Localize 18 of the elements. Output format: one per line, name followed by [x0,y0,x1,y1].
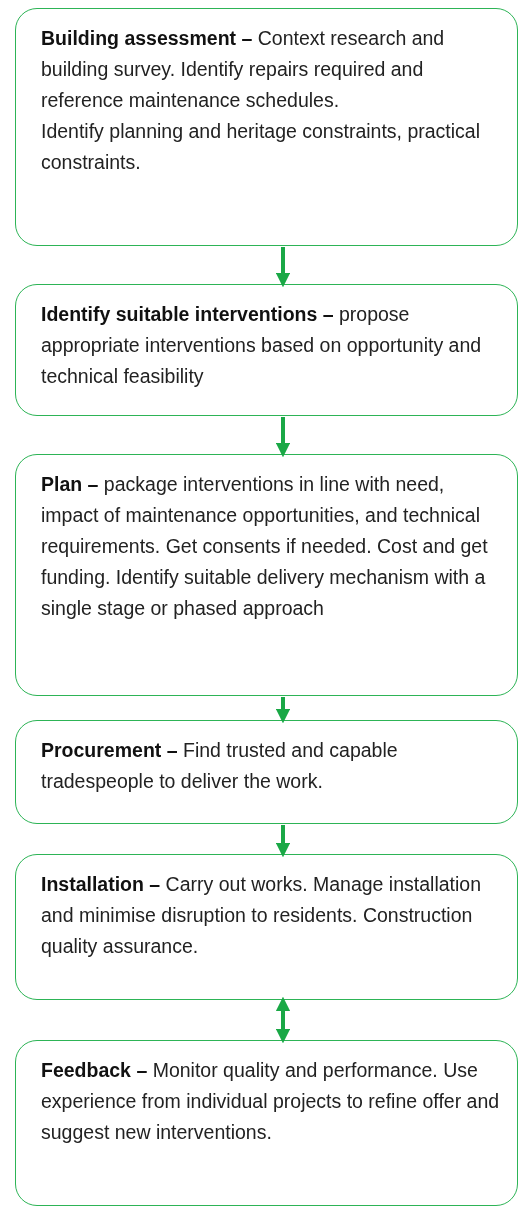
arrow [275,247,291,288]
arrow [275,417,291,458]
process-box [15,454,518,696]
step-description: Procurement – Find trusted and capable tradespeople to deliver the work. [41,738,399,794]
step-description: Plan – package interventions in line with need, impact of maintenance opportunities, and technical requirements. Get consents if needed. Cost and get funding. Identify suitable delivery mechanism with a single stage or phased approach [41,472,489,621]
step-description: Building assessment – Context research and building survey. Identify repairs required and reference maintenance schedules. [41,26,446,113]
step-description: Identify planning and heritage constraints, practical constraints. [41,119,482,175]
process-box [15,854,518,1000]
arrow [275,825,291,858]
arrow [275,697,291,724]
step-description: Identify suitable interventions – propose appropriate interventions based on opportunity and technical feasibility [41,302,483,389]
process-box [15,8,518,246]
step-description: Feedback – Monitor quality and performance. Use experience from individual projects to refine offer and suggest new interventions. [41,1058,501,1145]
process-box [15,1040,518,1206]
arrow [275,996,291,1044]
process-box [15,720,518,824]
step-description: Installation – Carry out works. Manage installation and minimise disruption to residents. Construction quality assurance. [41,872,482,959]
process-box [15,284,518,416]
